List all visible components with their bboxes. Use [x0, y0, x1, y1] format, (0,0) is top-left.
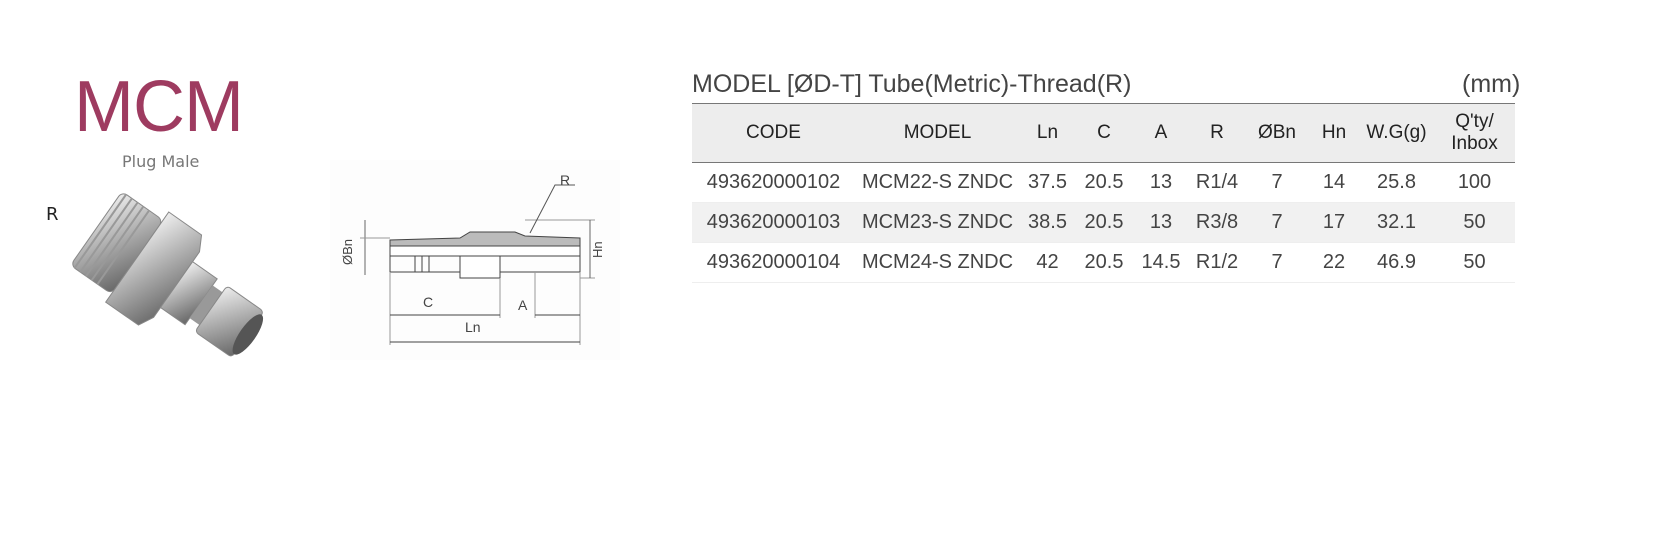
table-cell: 37.5: [1020, 162, 1075, 203]
table-cell: R1/2: [1189, 242, 1245, 283]
table-cell: 493620000103: [692, 202, 855, 243]
table-cell: 50: [1434, 202, 1515, 243]
table-cell: 14.5: [1133, 242, 1189, 283]
column-header: C: [1075, 103, 1133, 163]
table-cell: 100: [1434, 162, 1515, 203]
column-header: Hn: [1309, 103, 1359, 163]
table-cell: MCM23-S ZNDC: [855, 202, 1020, 243]
table-cell: 50: [1434, 242, 1515, 283]
table-cell: R1/4: [1189, 162, 1245, 203]
thread-label: R: [46, 204, 59, 225]
product-subtitle: Plug Male: [122, 152, 200, 171]
product-photo: [72, 193, 264, 357]
column-header: CODE: [692, 103, 855, 163]
table-cell: 13: [1133, 162, 1189, 203]
table-cell: MCM24-S ZNDC: [855, 242, 1020, 283]
label-hn: Hn: [590, 241, 605, 258]
column-header: Q'ty/Inbox: [1434, 103, 1515, 163]
table-cell: 7: [1245, 202, 1309, 243]
label-c: C: [423, 294, 433, 310]
table-cell: 20.5: [1075, 242, 1133, 283]
label-ln: Ln: [465, 319, 481, 335]
table-cell: 20.5: [1075, 162, 1133, 203]
table-unit: (mm): [1462, 70, 1521, 98]
table-cell: 7: [1245, 242, 1309, 283]
table-cell: 42: [1020, 242, 1075, 283]
table-cell: 13: [1133, 202, 1189, 243]
column-header: MODEL: [855, 103, 1020, 163]
table-cell: 22: [1309, 242, 1359, 283]
column-header: ØBn: [1245, 103, 1309, 163]
label-a: A: [518, 297, 528, 313]
column-header: R: [1189, 103, 1245, 163]
table-cell: 25.8: [1359, 162, 1434, 203]
table-cell: 38.5: [1020, 202, 1075, 243]
table-cell: 14: [1309, 162, 1359, 203]
table-cell: 20.5: [1075, 202, 1133, 243]
table-cell: 46.9: [1359, 242, 1434, 283]
table-cell: MCM22-S ZNDC: [855, 162, 1020, 203]
table-cell: R3/8: [1189, 202, 1245, 243]
dimension-diagram: R ØBn Hn C A Ln: [330, 160, 620, 360]
table-cell: 7: [1245, 162, 1309, 203]
label-r: R: [560, 172, 570, 188]
product-title: MCM: [74, 67, 244, 147]
column-header: A: [1133, 103, 1189, 163]
table-cell: 493620000104: [692, 242, 855, 283]
column-header: W.G(g): [1359, 103, 1434, 163]
table-cell: 32.1: [1359, 202, 1434, 243]
table-cell: 17: [1309, 202, 1359, 243]
table-cell: 493620000102: [692, 162, 855, 203]
table-title: MODEL [ØD-T] Tube(Metric)-Thread(R): [692, 70, 1132, 98]
column-header: Ln: [1020, 103, 1075, 163]
label-bn: ØBn: [340, 239, 355, 265]
